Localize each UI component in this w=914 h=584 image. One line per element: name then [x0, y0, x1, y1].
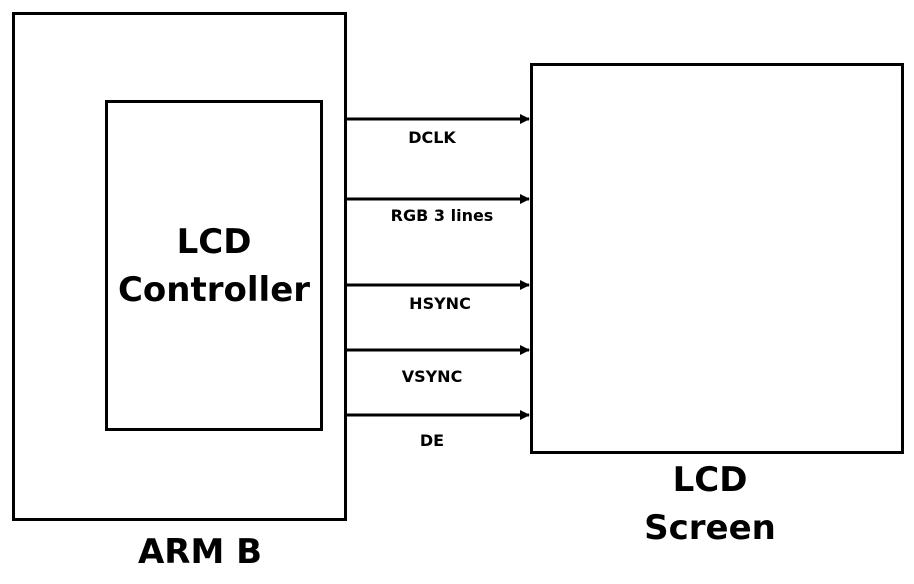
hsync-label: HSYNC	[409, 294, 471, 313]
dclk-label: DCLK	[408, 128, 456, 147]
arm-b-label: ARM B	[137, 532, 263, 572]
lcd-screen-label-line1: LCD	[672, 460, 748, 500]
lcd-controller-label-line1: LCD	[176, 222, 252, 262]
lcd-screen-label-line2: Screen	[644, 508, 776, 548]
lcd-controller-label-line2: Controller	[117, 270, 311, 310]
lcd-controller-block	[105, 100, 323, 431]
lcd-screen-block	[530, 63, 904, 454]
vsync-label: VSYNC	[401, 367, 463, 386]
de-label: DE	[419, 431, 445, 450]
lcd-controller-label: LCD Controller	[105, 218, 323, 314]
lcd-screen-label: LCD Screen	[600, 456, 820, 552]
rgb-label: RGB 3 lines	[390, 206, 494, 225]
